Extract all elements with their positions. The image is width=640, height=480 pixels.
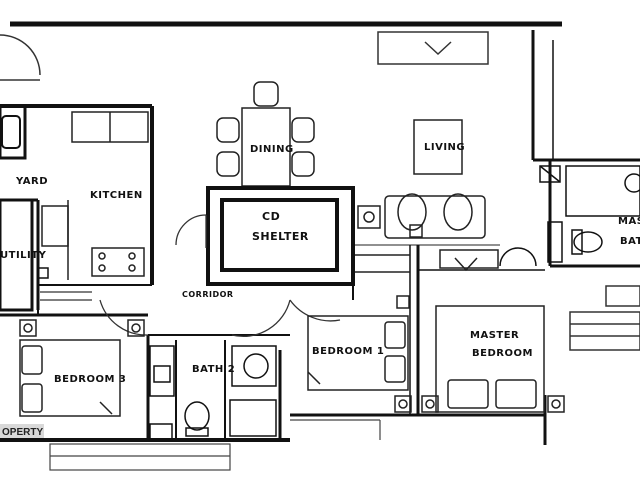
label-cd-shelter-line1: CD — [262, 210, 280, 223]
label-dining: DINING — [250, 144, 294, 155]
interior-walls — [0, 245, 545, 440]
label-master-bath-line1: MASTER — [618, 216, 640, 227]
label-yard: YARD — [15, 176, 48, 187]
label-master-bedroom-line1: MASTER — [470, 330, 519, 341]
label-bedroom3: BEDROOM 3 — [54, 374, 126, 385]
watermark-text: OPERTY — [2, 427, 43, 438]
label-utility: UTILITY — [0, 250, 47, 261]
master-bath-fixtures — [499, 165, 640, 267]
label-corridor: CORRIDOR — [182, 290, 234, 299]
corridor-door-swings — [40, 291, 341, 338]
entry-door-swing — [0, 34, 41, 81]
utility-room — [0, 198, 49, 312]
label-kitchen: KITCHEN — [90, 190, 143, 201]
label-bath2: BATH 2 — [192, 364, 235, 375]
bedroom3-furniture — [19, 319, 145, 417]
label-cd-shelter-line2: SHELTER — [252, 230, 309, 243]
label-bedroom1: BEDROOM 1 — [312, 346, 384, 357]
right-window-ledge — [569, 285, 640, 351]
watermark-backdrop — [0, 424, 44, 438]
cd-shelter-walls — [206, 186, 355, 286]
bottom-balcony — [49, 419, 381, 471]
master-bedroom-furniture — [421, 249, 565, 413]
label-living: LIVING — [424, 142, 465, 153]
shelter-door-swing — [175, 214, 207, 248]
bath2-fixtures — [149, 345, 277, 441]
living-top-cabinet — [377, 31, 489, 65]
label-master-bedroom-line2: BEDROOM — [472, 348, 533, 359]
bedroom1-furniture — [307, 254, 412, 413]
living-furniture — [355, 119, 500, 246]
label-master-bath-line2: BATH — [620, 236, 640, 247]
dining-table-set — [216, 81, 315, 187]
